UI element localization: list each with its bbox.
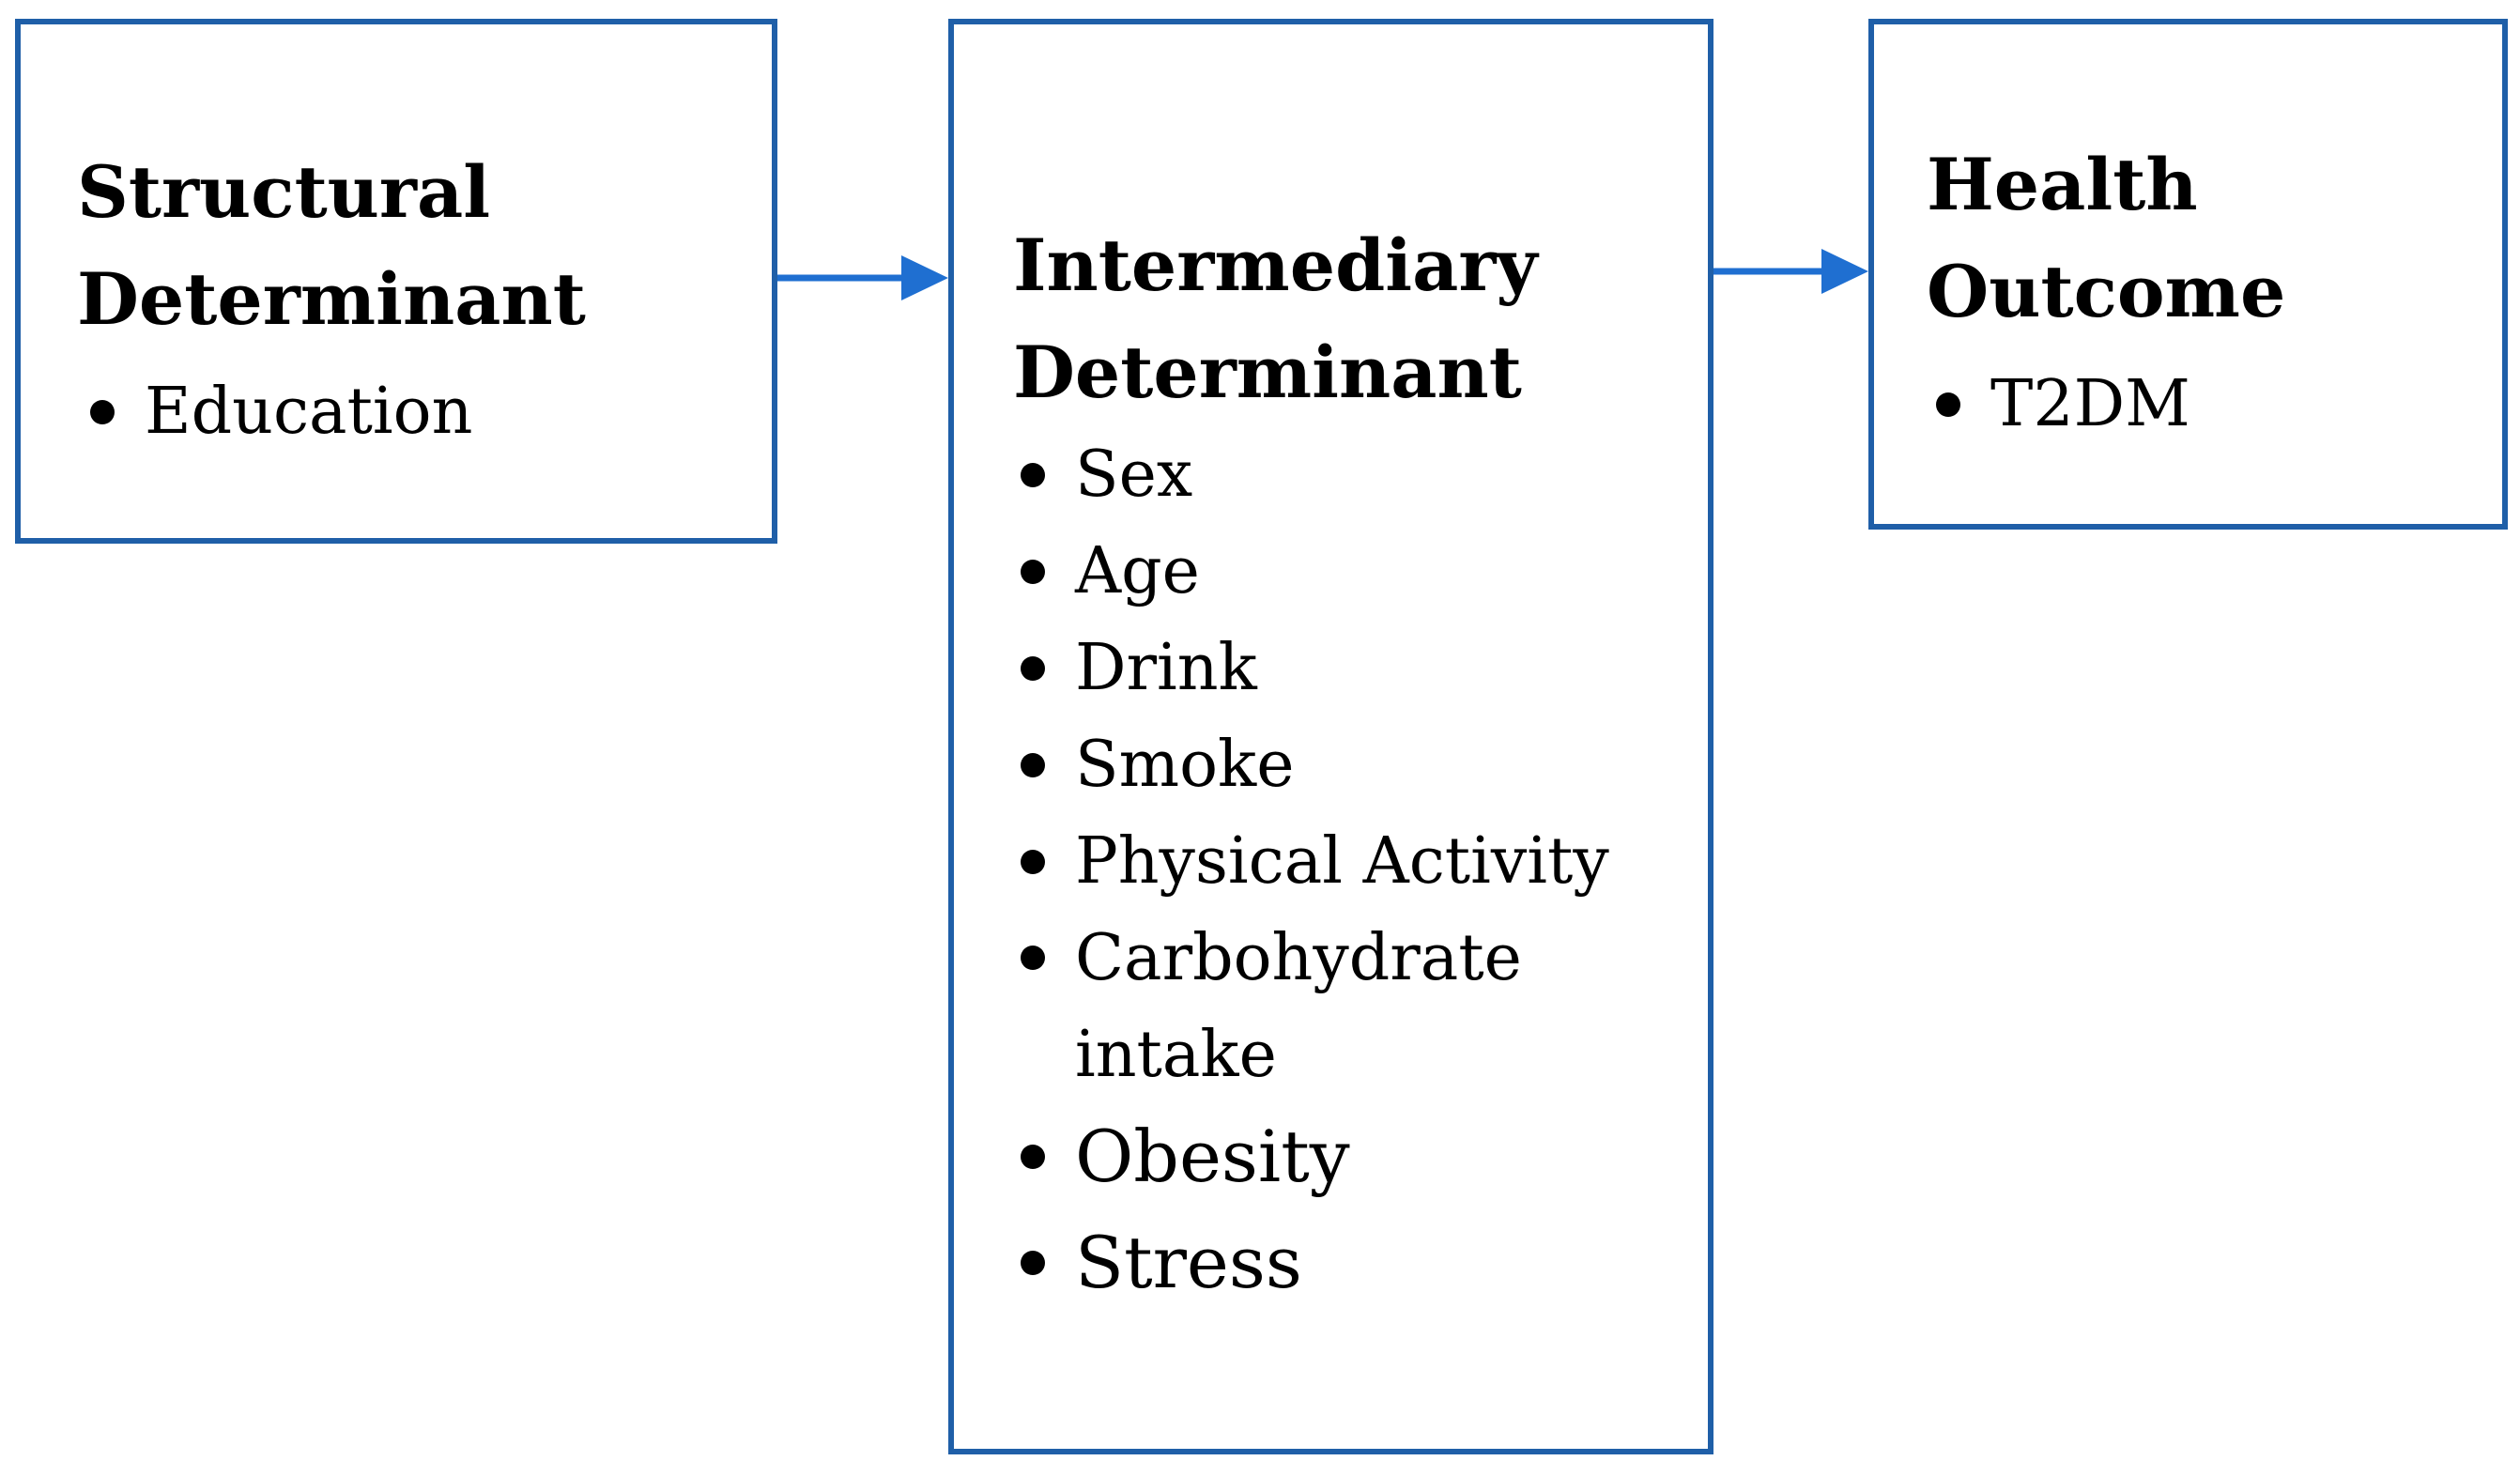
item-label: Drink — [1075, 631, 1257, 705]
list-item: Drink — [1021, 620, 1609, 716]
title-line: Outcome — [1927, 250, 2286, 333]
bullet-icon — [1021, 462, 1045, 487]
structural-determinant-title: Structural Determinant — [77, 139, 586, 353]
list-item: Smoke — [1021, 716, 1609, 813]
arrow-structural-to-intermediary — [777, 255, 948, 300]
list-item: Sex — [1021, 426, 1609, 523]
health-outcome-title: Health Outcome — [1927, 131, 2285, 346]
intermediary-determinant-box: Intermediary Determinant Sex Age Drink S… — [948, 19, 1713, 1454]
arrow-intermediary-to-outcome — [1713, 249, 1868, 294]
intermediary-determinant-list: Sex Age Drink Smoke Physical Activity Ca… — [1021, 426, 1609, 1315]
item-label: Physical Activity — [1075, 824, 1609, 899]
list-item: Education — [90, 361, 472, 464]
list-item: Age — [1021, 523, 1609, 620]
item-label: Age — [1075, 534, 1200, 608]
list-item: Physical Activity — [1021, 813, 1609, 910]
item-label: Stress — [1075, 1221, 1302, 1304]
title-line: Determinant — [77, 257, 586, 341]
list-item: Stress — [1021, 1209, 1609, 1315]
bullet-icon — [1021, 946, 1045, 970]
item-label: Smoke — [1075, 728, 1295, 802]
title-line: Structural — [77, 150, 491, 234]
list-item: T2DM — [1936, 353, 2190, 456]
list-item: Carbohydrate intake — [1021, 910, 1601, 1103]
bullet-icon — [1021, 1250, 1045, 1275]
structural-determinant-list: Education — [90, 361, 472, 464]
title-line: Intermediary — [1013, 223, 1538, 307]
item-label: Sex — [1075, 438, 1193, 512]
item-label: Carbohydrate intake — [1075, 921, 1522, 1092]
bullet-icon — [1021, 849, 1045, 874]
health-outcome-box: Health Outcome T2DM — [1868, 19, 2508, 530]
bullet-icon — [1936, 392, 1960, 417]
health-outcome-list: T2DM — [1936, 353, 2190, 456]
arrow-head-icon — [1821, 249, 1868, 294]
bullet-icon — [1021, 752, 1045, 777]
item-label: T2DM — [1990, 367, 2190, 441]
list-item: Obesity — [1021, 1103, 1609, 1209]
title-line: Determinant — [1013, 331, 1522, 414]
bullet-icon — [1021, 1144, 1045, 1169]
bullet-icon — [1021, 559, 1045, 584]
arrow-head-icon — [901, 255, 948, 300]
structural-determinant-box: Structural Determinant Education — [15, 19, 777, 544]
bullet-icon — [90, 400, 115, 424]
title-line: Health — [1927, 143, 2198, 226]
intermediary-determinant-title: Intermediary Determinant — [1013, 212, 1538, 426]
item-label: Education — [145, 375, 473, 449]
item-label: Obesity — [1075, 1115, 1350, 1198]
bullet-icon — [1021, 655, 1045, 681]
